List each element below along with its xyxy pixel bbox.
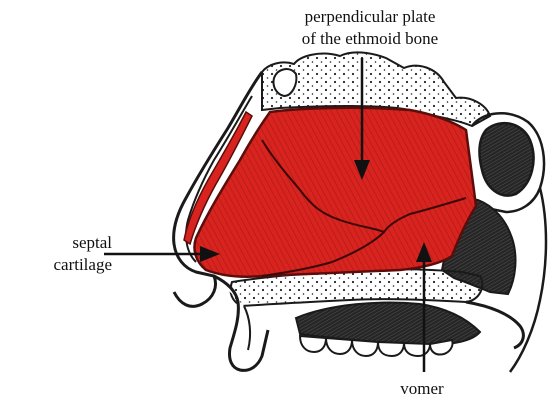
label-ethmoid-line2: of the ethmoid bone bbox=[265, 28, 475, 50]
tooth bbox=[352, 340, 378, 356]
sphenoid-sinus bbox=[479, 123, 533, 195]
tooth bbox=[378, 342, 404, 356]
label-vomer: vomer bbox=[392, 378, 452, 400]
soft-palate bbox=[466, 302, 523, 348]
label-septal-line1: septal bbox=[22, 232, 112, 254]
label-septal-line2: cartilage bbox=[22, 254, 112, 276]
tooth bbox=[404, 343, 430, 356]
pharynx-wall bbox=[510, 188, 546, 372]
label-septal-cartilage: septal cartilage bbox=[22, 232, 112, 276]
label-ethmoid-line1: perpendicular plate bbox=[265, 6, 475, 28]
label-perpendicular-plate-ethmoid: perpendicular plate of the ethmoid bone bbox=[265, 6, 475, 50]
tooth bbox=[300, 336, 326, 352]
arrow-septal-cartilage bbox=[104, 246, 220, 262]
tooth bbox=[326, 338, 352, 354]
